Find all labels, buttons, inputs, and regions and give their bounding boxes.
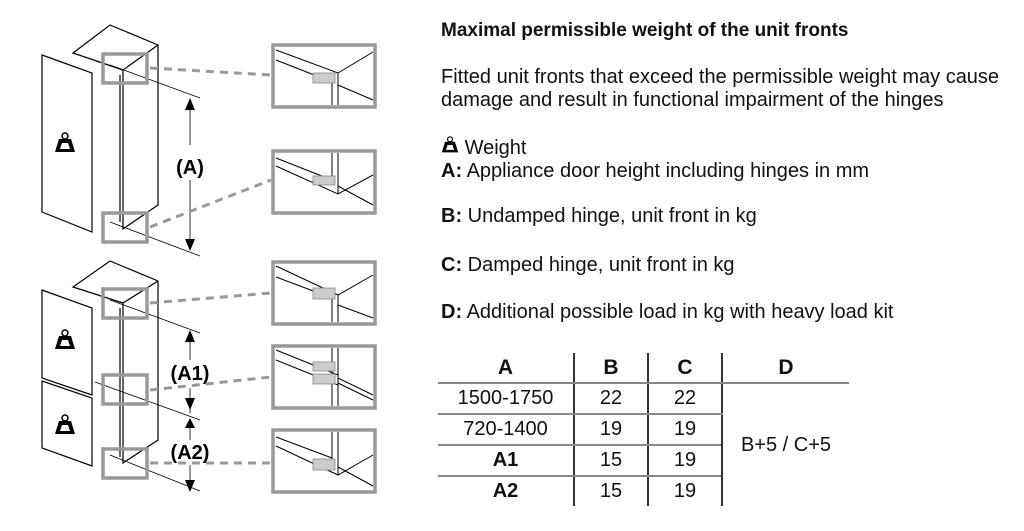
cell: 19 <box>647 476 722 506</box>
appliance-hinge-diagram: (A) (A1) (A2) <box>41 24 377 494</box>
cell: A2 <box>492 480 519 502</box>
cell: 22 <box>647 383 722 415</box>
legend-key: D: <box>441 301 463 323</box>
legend-item-c: C: Damped hinge, unit front in kg <box>441 254 735 277</box>
cell: 1500-1750 <box>438 383 574 415</box>
header-c: C <box>647 353 722 384</box>
legend-key: C: <box>441 254 463 276</box>
cell: 19 <box>647 445 722 477</box>
cell: 19 <box>573 414 648 446</box>
table-header: A B C D <box>438 353 849 384</box>
legend-key: B: <box>441 205 463 227</box>
section-title: Maximal permissible weight of the unit f… <box>441 20 849 41</box>
table-row: 720-1400 19 19 <box>438 414 849 446</box>
warning-text: Fitted unit fronts that exceed the permi… <box>441 66 1000 111</box>
cell: 720-1400 <box>438 414 574 446</box>
table-row: A1 15 19 <box>438 445 849 477</box>
weight-table: A B C D 1500-1750 22 22 B+5 / C+5 720-14… <box>438 353 849 506</box>
legend-item-d: D: Additional possible load in kg with h… <box>441 301 894 324</box>
weight-icon <box>441 136 459 159</box>
cell: 15 <box>573 476 648 506</box>
legend-text: Undamped hinge, unit front in kg <box>467 205 757 227</box>
legend-item-b: B: Undamped hinge, unit front in kg <box>441 205 757 228</box>
legend-text: Damped hinge, unit front in kg <box>467 254 735 276</box>
legend-item-a: A: Appliance door height including hinge… <box>441 160 869 183</box>
cell-d-value: B+5 / C+5 <box>721 383 849 506</box>
legend-key: A: <box>441 160 463 182</box>
header-d: D <box>721 353 849 384</box>
legend-text: Additional possible load in kg with heav… <box>466 301 894 323</box>
table-row: 1500-1750 22 22 B+5 / C+5 <box>438 383 849 506</box>
table-row: A2 15 19 <box>438 476 849 506</box>
dimension-label-a1: (A1) <box>171 363 210 385</box>
cell: 15 <box>573 445 648 477</box>
dimension-label-a: (A) <box>176 157 204 179</box>
weight-legend: Weight <box>441 136 526 160</box>
cell: 22 <box>573 383 648 415</box>
header-b: B <box>573 353 648 384</box>
header-a: A <box>438 353 574 384</box>
cell: 19 <box>647 414 722 446</box>
weight-label: Weight <box>464 137 527 159</box>
dimension-label-a2: (A2) <box>171 442 210 464</box>
cell: A1 <box>438 445 574 477</box>
legend-text: Appliance door height including hinges i… <box>466 160 870 182</box>
